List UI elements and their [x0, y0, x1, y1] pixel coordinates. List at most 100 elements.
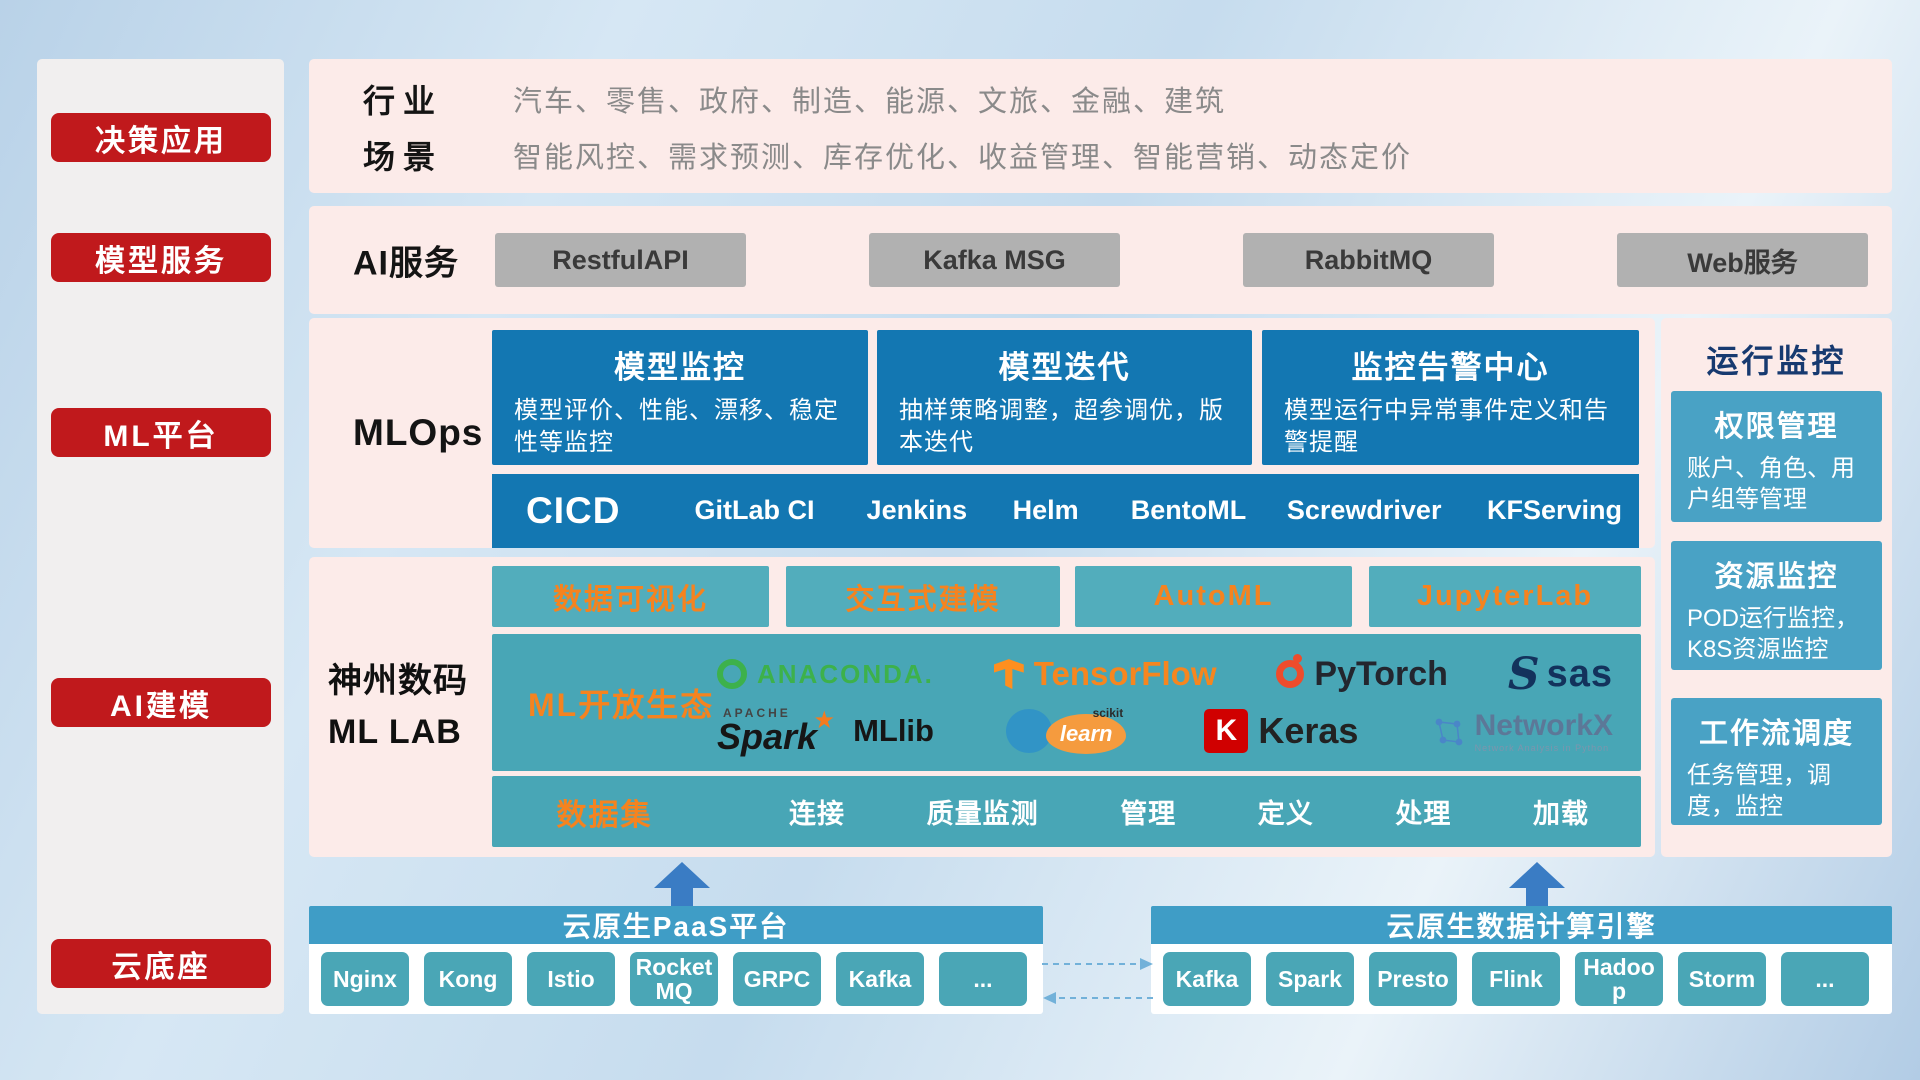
arrow-head	[654, 862, 710, 888]
pytorch-logo: PyTorch	[1276, 654, 1448, 694]
runtime-monitor-panel: 运行监控 权限管理 账户、角色、用户组等管理 资源监控 POD运行监控，K8S资…	[1661, 318, 1892, 857]
networkx-icon	[1435, 718, 1463, 746]
service-restfulapi: RestfulAPI	[495, 233, 746, 287]
up-arrow-right	[1509, 862, 1565, 906]
industry-values: 汽车、零售、政府、制造、能源、文旅、金融、建筑	[513, 86, 1227, 118]
cloud-engine-items: Kafka Spark Presto Flink Hadoop Storm ..…	[1151, 944, 1892, 1014]
monitor-card-permissions: 权限管理 账户、角色、用户组等管理	[1671, 391, 1882, 522]
mllab-label: 神州数码 ML LAB	[328, 656, 498, 758]
arrow-stem	[671, 888, 693, 906]
monitor-card-resources: 资源监控 POD运行监控，K8S资源监控	[1671, 541, 1882, 670]
dataset-item-manage: 管理	[1120, 799, 1177, 829]
mllab-panel: 神州数码 ML LAB 数据可视化 交互式建模 AutoML JupyterLa…	[309, 557, 1655, 857]
tool-jupyterlab: JupyterLab	[1369, 566, 1641, 627]
cicd-item-screwdriver: Screwdriver	[1286, 495, 1442, 526]
arrow-head	[1509, 862, 1565, 888]
eco-row-1: ANACONDA. TensorFlow PyTorch S sas	[717, 649, 1613, 700]
card-title: 监控告警中心	[1351, 350, 1550, 385]
sidebar-item-ai-modeling: AI建模	[51, 678, 271, 727]
runtime-monitor-title: 运行监控	[1706, 343, 1847, 379]
dataset-bar: 数据集 连接 质量监测 管理 定义 处理 加载	[492, 776, 1641, 847]
engine-item-presto: Presto	[1369, 952, 1457, 1006]
spark-mllib-logo: APACHE Spark MLlib	[717, 707, 934, 755]
sidebar-item-cloud-base: 云底座	[51, 939, 271, 988]
cicd-label: CICD	[526, 490, 621, 531]
card-desc: 账户、角色、用户组等管理	[1687, 455, 1855, 514]
dataset-items: 连接 质量监测 管理 定义 处理 加载	[717, 792, 1641, 831]
engine-item-more: ...	[1781, 952, 1869, 1006]
networkx-logo: NetworkX Network Analysis in Python	[1431, 709, 1613, 754]
tool-interactive-modeling: 交互式建模	[786, 566, 1060, 627]
paas-item-more: ...	[939, 952, 1027, 1006]
industry-label: 行业	[363, 83, 444, 119]
card-desc: 抽样策略调整，超参调优，版本迭代	[899, 397, 1224, 457]
spark-icon: APACHE Spark	[717, 707, 835, 755]
industry-line: 行业 汽车、零售、政府、制造、能源、文旅、金融、建筑	[363, 71, 1892, 127]
card-desc: 任务管理，调度，监控	[1687, 762, 1831, 821]
tool-automl: AutoML	[1075, 566, 1352, 627]
card-desc: 模型运行中异常事件定义和告警提醒	[1284, 397, 1609, 457]
pytorch-icon	[1276, 654, 1305, 689]
scenario-label: 场景	[363, 139, 444, 175]
cicd-item-bentoml: BentoML	[1130, 495, 1247, 526]
layer-sidebar: 决策应用 模型服务 ML平台 AI建模 云底座	[37, 59, 284, 1014]
monitor-card-workflow: 工作流调度 任务管理，调度，监控	[1671, 698, 1882, 825]
up-arrow-left	[654, 862, 710, 906]
dataset-item-connect: 连接	[789, 799, 845, 829]
cicd-item-jenkins: Jenkins	[866, 495, 968, 526]
anaconda-icon	[717, 659, 747, 690]
eco-label: ML开放生态	[528, 686, 715, 723]
cloud-paas-group: 云原生PaaS平台 Nginx Kong Istio RocketMQ GRPC…	[309, 906, 1043, 1014]
scikit-blue-blob	[1006, 709, 1053, 754]
tool-data-visualization: 数据可视化	[492, 566, 769, 627]
sidebar-item-ml-platform: ML平台	[51, 408, 271, 457]
paas-item-nginx: Nginx	[321, 952, 409, 1006]
scenario-line: 场景 智能风控、需求预测、库存优化、收益管理、智能营销、动态定价	[363, 127, 1892, 183]
mlops-card-model-iteration: 模型迭代 抽样策略调整，超参调优，版本迭代	[877, 330, 1252, 465]
scikit-learn-logo: scikit learn	[1006, 706, 1132, 756]
cicd-item-kfserving: KFServing	[1486, 495, 1622, 526]
anaconda-logo: ANACONDA.	[717, 659, 934, 690]
eco-row-2: APACHE Spark MLlib scikit learn	[717, 706, 1613, 756]
scenario-values: 智能风控、需求预测、库存优化、收益管理、智能营销、动态定价	[513, 142, 1413, 174]
eco-logos: ANACONDA. TensorFlow PyTorch S sas	[717, 634, 1641, 771]
arrow-stem	[1526, 888, 1548, 906]
dashed-flow-arrows	[1042, 958, 1153, 1004]
mlops-card-alert-center: 监控告警中心 模型运行中异常事件定义和告警提醒	[1262, 330, 1639, 465]
paas-item-kafka: Kafka	[836, 952, 924, 1006]
ai-services-label: AI服务	[353, 244, 459, 283]
tensorflow-logo: TensorFlow	[993, 655, 1217, 693]
sas-logo: S sas	[1507, 648, 1613, 700]
dataset-item-load: 加载	[1532, 799, 1589, 829]
cicd-bar: CICD GitLab CI Jenkins Helm BentoML Scre…	[492, 474, 1639, 548]
mllab-label-line2: ML LAB	[328, 713, 462, 751]
sidebar-item-decision-apps: 决策应用	[51, 113, 271, 162]
card-title: 权限管理	[1714, 411, 1839, 443]
sas-icon: S	[1507, 648, 1540, 700]
mllab-label-line1: 神州数码	[328, 662, 468, 700]
cloud-engine-group: 云原生数据计算引擎 Kafka Spark Presto Flink Hadoo…	[1151, 906, 1892, 1014]
keras-logo: K Keras	[1204, 709, 1358, 754]
engine-item-flink: Flink	[1472, 952, 1560, 1006]
paas-item-istio: Istio	[527, 952, 615, 1006]
ml-ecosystem-box: ML开放生态 ANACONDA. TensorFlow PyTorch S sa…	[492, 634, 1641, 771]
cicd-items: GitLab CI Jenkins Helm BentoML Screwdriv…	[620, 495, 1622, 526]
mlops-panel: MLOps 模型监控 模型评价、性能、漂移、稳定性等监控 模型迭代 抽样策略调整…	[309, 318, 1655, 548]
tensorflow-icon	[993, 659, 1024, 690]
dataset-item-process: 处理	[1395, 799, 1452, 829]
card-title: 模型监控	[614, 350, 746, 385]
dataset-label: 数据集	[556, 798, 653, 832]
cloud-engine-title: 云原生数据计算引擎	[1151, 906, 1892, 944]
networkx-text: NetworkX Network Analysis in Python	[1474, 708, 1613, 754]
scikit-learn-icon: scikit learn	[1006, 706, 1132, 756]
sidebar-item-model-services: 模型服务	[51, 233, 271, 282]
scikit-orange-blob: scikit learn	[1046, 706, 1127, 755]
engine-item-kafka: Kafka	[1163, 952, 1251, 1006]
cloud-paas-title: 云原生PaaS平台	[309, 906, 1043, 944]
ai-services-panel: AI服务 RestfulAPI Kafka MSG RabbitMQ Web服务	[309, 206, 1892, 314]
paas-item-grpc: GRPC	[733, 952, 821, 1006]
paas-item-kong: Kong	[424, 952, 512, 1006]
paas-item-rocketmq: RocketMQ	[630, 952, 718, 1006]
mlops-card-model-monitoring: 模型监控 模型评价、性能、漂移、稳定性等监控	[492, 330, 868, 465]
engine-item-hadoop: Hadoop	[1575, 952, 1663, 1006]
